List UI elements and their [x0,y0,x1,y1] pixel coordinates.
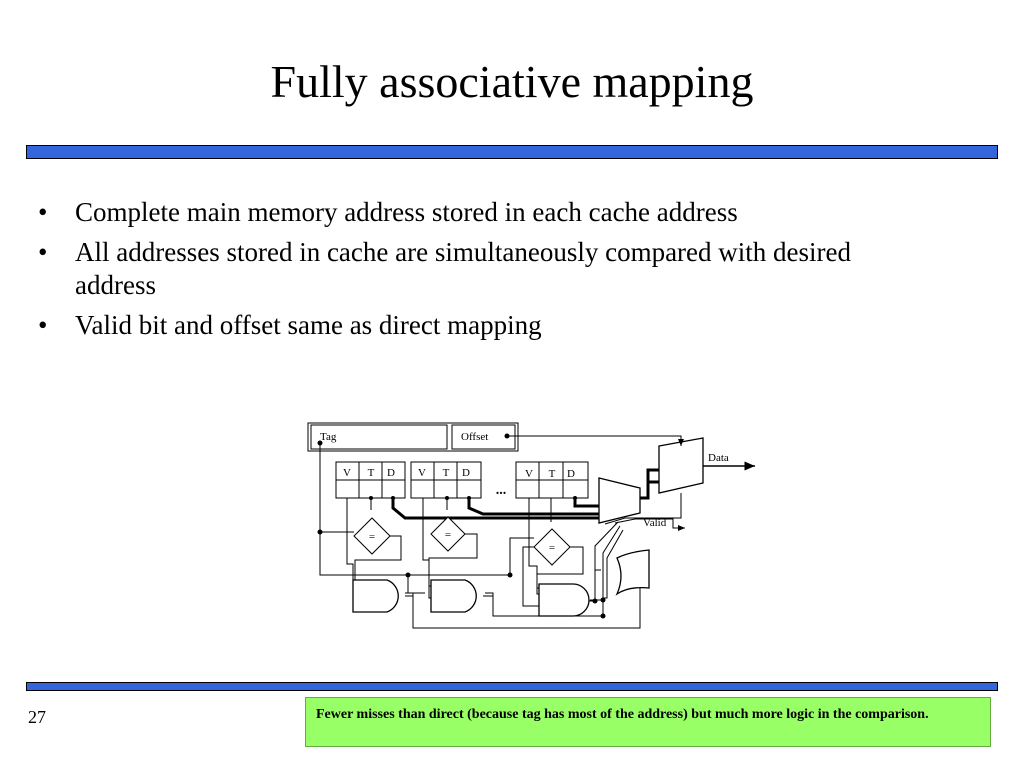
bottom-divider-bar [26,682,998,691]
bullet-item: • Complete main memory address stored in… [38,196,938,229]
data-bus-wires [391,468,659,520]
cache-line: V T D [410,461,482,499]
and-gate [430,579,477,613]
bullet-text: Valid bit and offset same as direct mapp… [75,310,542,340]
data-bit-label: D [387,467,395,479]
or-gate [615,549,650,596]
bullet-marker: • [38,197,48,227]
offset-wire [507,435,684,446]
top-divider-bar [26,145,998,159]
bullet-list: • Complete main memory address stored in… [38,196,938,349]
tag-comparator [353,517,391,555]
mux-link-wire [640,480,659,500]
offset-select-mux [658,437,704,494]
offset-junction [504,433,510,439]
data-bit-label: D [462,467,470,479]
valid-bit-label: V [418,467,426,479]
and-gate [352,579,399,613]
data-output-label: Data [708,452,729,464]
page-number: 27 [28,707,46,727]
data-bit-label: D [567,468,575,480]
line-select-mux [598,477,641,524]
tag-field-label: Tag [320,431,337,443]
bullet-text: Complete main memory address stored in e… [75,197,738,227]
slide-title: Fully associative mapping [270,56,754,107]
tag-comparator [533,528,571,566]
ellipsis-label: ... [496,483,507,498]
valid-output-label: Valid [643,517,667,529]
comparator-symbol: = [445,529,451,541]
callout-note: Fewer misses than direct (because tag ha… [305,697,991,747]
junction-dots [317,440,606,619]
tag-bit-label: T [368,467,375,479]
valid-bit-label: V [525,468,533,480]
cache-circuit-diagram: Tag Offset V T D V T D ... V T D [307,422,755,629]
bullet-item: • All addresses stored in cache are simu… [38,236,938,302]
offset-field-label: Offset [461,431,488,443]
cache-line: V T D [515,461,589,499]
bullet-marker: • [38,237,48,267]
bullet-marker: • [38,310,48,340]
tag-bit-label: T [443,467,450,479]
tag-bit-label: T [549,468,556,480]
valid-bit-label: V [343,467,351,479]
cache-line: V T D [335,461,406,499]
and-gate [538,583,590,617]
comparator-symbol: = [369,531,375,543]
address-register: Tag Offset [307,422,519,452]
bullet-item: • Valid bit and offset same as direct ma… [38,309,938,342]
comparator-symbol: = [549,542,555,554]
bullet-text: All addresses stored in cache are simult… [75,237,851,300]
tag-comparator [430,516,466,552]
